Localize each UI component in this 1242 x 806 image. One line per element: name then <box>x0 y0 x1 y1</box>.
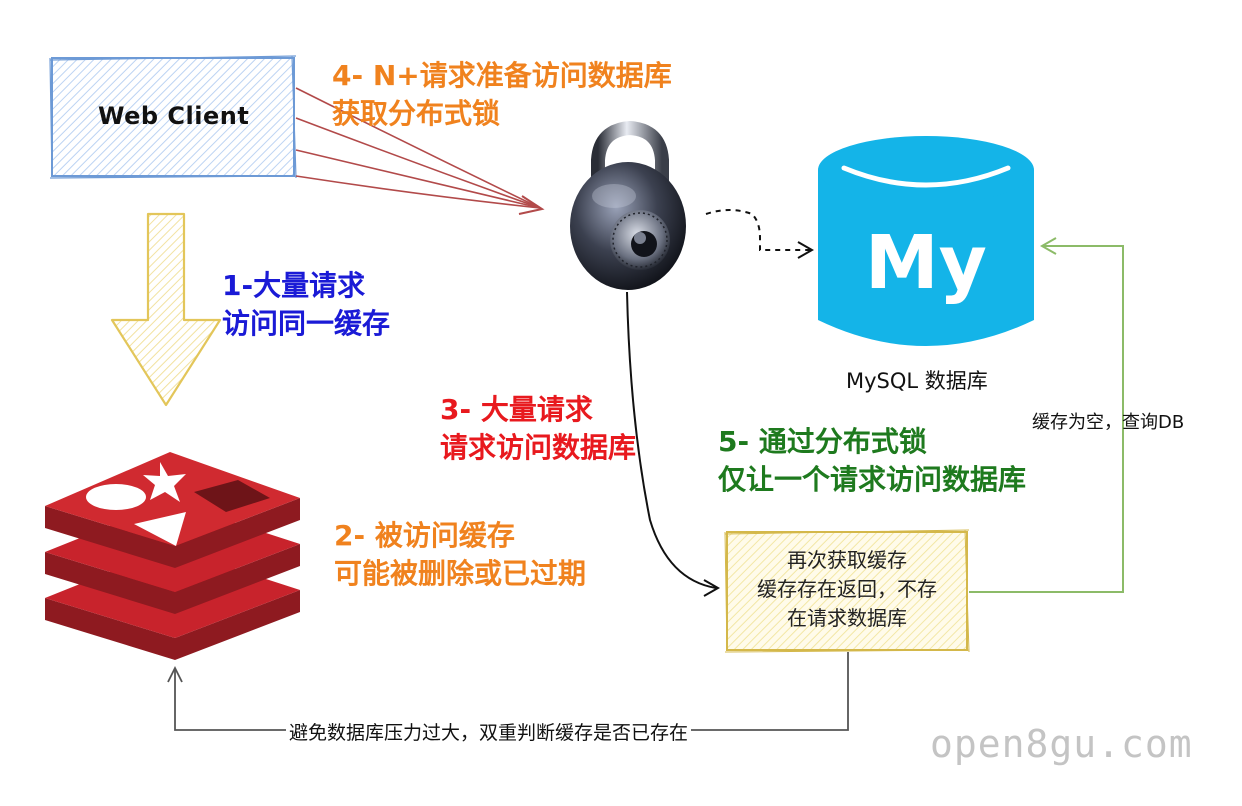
retry-line1: 再次获取缓存 <box>787 548 907 572</box>
web-client-label: Web Client <box>98 102 250 130</box>
step5-line1: 5- 通过分布式锁 <box>718 425 927 458</box>
mysql-caption: MySQL 数据库 <box>846 369 988 393</box>
web-client-box <box>49 55 297 179</box>
lock-to-retry-arrow <box>626 291 721 597</box>
retry-box-text: 再次获取缓存 缓存存在返回，不存 在请求数据库 <box>727 546 967 633</box>
mysql-database-icon <box>818 136 1034 346</box>
retry-line2: 缓存存在返回，不存 <box>757 577 937 601</box>
client-to-lock-arrows <box>295 87 545 215</box>
retry-to-mysql-arrow <box>969 237 1124 593</box>
retry-line3: 在请求数据库 <box>787 606 907 630</box>
step1-line2: 访问同一缓存 <box>222 307 391 340</box>
cache-empty-label: 缓存为空，查询DB <box>1032 412 1185 433</box>
retry-box <box>724 529 970 653</box>
step4-line2: 获取分布式锁 <box>332 97 501 130</box>
mysql-logo-text: My <box>865 220 987 306</box>
step3-line1: 3- 大量请求 <box>440 393 593 426</box>
down-arrow-icon <box>110 212 222 407</box>
step5-line2: 仅让一个请求访问数据库 <box>718 463 1027 496</box>
padlock-icon <box>570 120 686 290</box>
watermark: open8gu.com <box>930 722 1193 766</box>
step2-line2: 可能被删除或已过期 <box>334 557 587 590</box>
double-check-label: 避免数据库压力过大，双重判断缓存是否已存在 <box>286 718 692 745</box>
redis-logo-icon <box>45 452 300 660</box>
step2-line1: 2- 被访问缓存 <box>334 519 515 552</box>
lock-to-mysql-arrow <box>705 209 815 259</box>
step3-line2: 请求访问数据库 <box>440 431 637 464</box>
step1-line1: 1-大量请求 <box>222 269 366 302</box>
step4-line1: 4- N+请求准备访问数据库 <box>332 59 672 92</box>
